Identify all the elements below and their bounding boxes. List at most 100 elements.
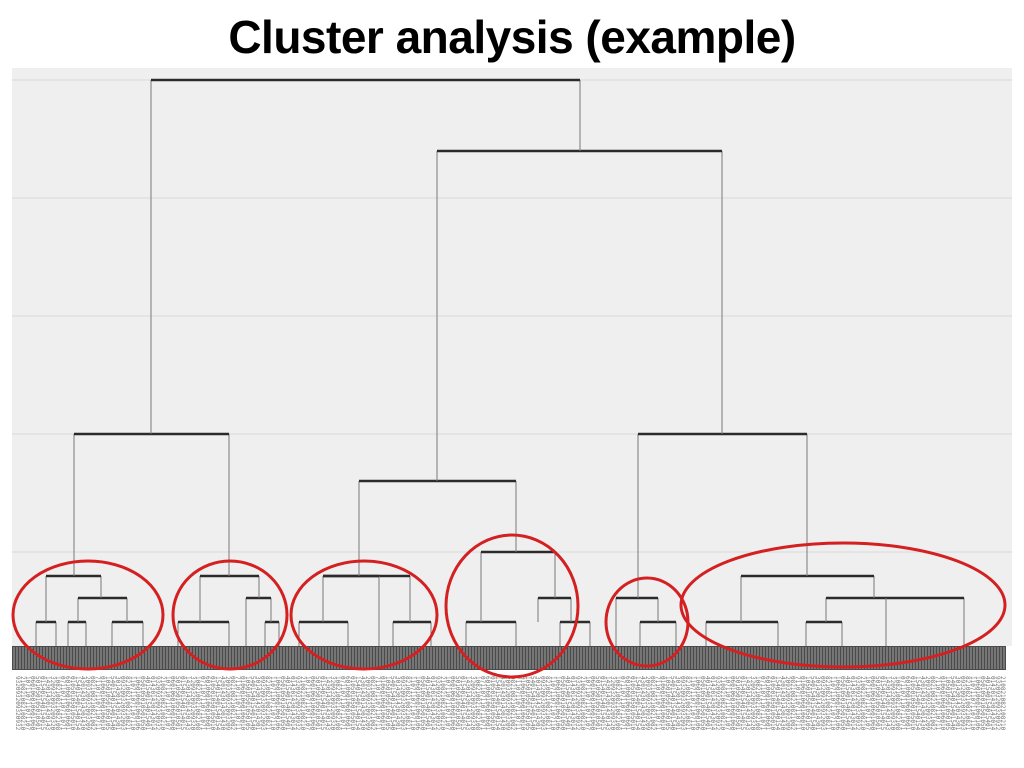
leaf-label: 050105010501050	[279, 676, 286, 731]
leaf-label: 154015401540154	[74, 676, 81, 731]
leaf-label: 601060106010601	[204, 676, 211, 731]
leaf-label: 093209320932093	[819, 676, 826, 731]
leaf-label: 711071107110711	[234, 676, 241, 731]
leaf-label: 320932093209320	[329, 676, 336, 731]
leaf-label: 110711071107110	[269, 676, 276, 731]
leaf-label: 143014301430143	[184, 676, 191, 731]
leaf-label: 209320932093209	[924, 676, 931, 731]
leaf-label: 143014301430143	[884, 676, 891, 731]
leaf-label: 143014301430143	[44, 676, 51, 731]
leaf-label: 093209320932093	[679, 676, 686, 731]
leaf-label: 711071107110711	[374, 676, 381, 731]
leaf-label: 010501050105010	[769, 676, 776, 731]
leaf-label: 010501050105010	[489, 676, 496, 731]
leaf-label: 108210821082108	[754, 676, 761, 731]
leaf-label: 010601060106010	[799, 676, 806, 731]
leaf-label: 107110711071107	[164, 676, 171, 731]
leaf-label: 601060106010601	[64, 676, 71, 731]
leaf-label: 105010501050105	[384, 676, 391, 731]
leaf-label: 601060106010601	[624, 676, 631, 731]
leaf-label: 071107110711071	[899, 676, 906, 731]
leaf-label: 209320932093209	[504, 676, 511, 731]
leaf-label: 110711071107110	[129, 676, 136, 731]
leaf-label: 821082108210821	[964, 676, 971, 731]
leaf-label: 082108210821082	[89, 676, 96, 731]
leaf-label: 501050105010501	[734, 676, 741, 731]
leaf-label: 401540154015401	[564, 676, 571, 731]
leaf-label: 154015401540154	[354, 676, 361, 731]
leaf-label: 106010601060106	[834, 676, 841, 731]
leaf-label: 540154015401540	[389, 676, 396, 731]
leaf-label: 601060106010601	[344, 676, 351, 731]
leaf-label: 105010501050105	[104, 676, 111, 731]
leaf-label: 060106010601060	[589, 676, 596, 731]
leaf-label: 401540154015401	[844, 676, 851, 731]
leaf-label: 106010601060106	[274, 676, 281, 731]
leaf-label: 821082108210821	[404, 676, 411, 731]
leaf-label: 093209320932093	[119, 676, 126, 731]
slide-title: Cluster analysis (example)	[228, 11, 796, 63]
leaf-label: 821082108210821	[824, 676, 831, 731]
leaf-label: 143014301430143	[744, 676, 751, 731]
leaf-labels: 9320932093209322108210821082101071107110…	[14, 676, 1006, 731]
leaf-label: 301430143014301	[674, 676, 681, 731]
leaf-label: 014301430143014	[149, 676, 156, 731]
leaf-label: 010501050105010	[209, 676, 216, 731]
leaf-label: 401540154015401	[984, 676, 991, 731]
leaf-label: 010601060106010	[99, 676, 106, 731]
leaf-label: 015401540154015	[319, 676, 326, 731]
leaf-label: 209320932093209	[84, 676, 91, 731]
leaf-label: 932093209320932	[854, 676, 861, 731]
leaf-label: 015401540154015	[739, 676, 746, 731]
leaf-label: 014301430143014	[289, 676, 296, 731]
leaf-label: 501050105010501	[314, 676, 321, 731]
leaf-label: 154015401540154	[494, 676, 501, 731]
leaf-label: 501050105010501	[874, 676, 881, 731]
leaf-label: 014301430143014	[429, 676, 436, 731]
leaf-label: 010501050105010	[349, 676, 356, 731]
leaf-label: 711071107110711	[934, 676, 941, 731]
leaf-label: 071107110711071	[619, 676, 626, 731]
leaf-label: 154015401540154	[214, 676, 221, 731]
leaf-label: 108210821082108	[894, 676, 901, 731]
leaf-label: 932093209320932	[574, 676, 581, 731]
leaf-label: 010601060106010	[519, 676, 526, 731]
leaf-label: 082108210821082	[369, 676, 376, 731]
leaf-label: 301430143014301	[814, 676, 821, 731]
leaf-label: 301430143014301	[954, 676, 961, 731]
leaf-label: 107110711071107	[24, 676, 31, 731]
leaf-label: 932093209320932	[434, 676, 441, 731]
leaf-label: 082108210821082	[509, 676, 516, 731]
leaf-label: 014301430143014	[569, 676, 576, 731]
leaf-label: 015401540154015	[179, 676, 186, 731]
leaf-label: 932093209320932	[14, 676, 21, 731]
leaf-label: 501050105010501	[174, 676, 181, 731]
leaf-label: 014301430143014	[989, 676, 996, 731]
leaf-label: 060106010601060	[869, 676, 876, 731]
leaf-label: 209320932093209	[644, 676, 651, 731]
leaf-label: 014301430143014	[849, 676, 856, 731]
leaf-label: 107110711071107	[304, 676, 311, 731]
leaf-label: 932093209320932	[994, 676, 1001, 731]
leaf-label: 105010501050105	[524, 676, 531, 731]
leaf-label: 082108210821082	[929, 676, 936, 731]
leaf-label: 540154015401540	[529, 676, 536, 731]
leaf-label: 060106010601060	[309, 676, 316, 731]
leaf-label: 320932093209320	[889, 676, 896, 731]
leaf-label: 540154015401540	[669, 676, 676, 731]
leaf-label: 501050105010501	[594, 676, 601, 731]
plot-background	[12, 68, 1012, 646]
leaf-label: 108210821082108	[334, 676, 341, 731]
leaf-label: 320932093209320	[749, 676, 756, 731]
cluster-highlight-ellipse	[289, 559, 439, 671]
leaf-label: 060106010601060	[729, 676, 736, 731]
leaf-label: 210821082108210	[159, 676, 166, 731]
leaf-label: 110711071107110	[549, 676, 556, 731]
leaf-label: 301430143014301	[394, 676, 401, 731]
leaf-label: 210821082108210	[579, 676, 586, 731]
dendrogram-branches	[35, 78, 965, 646]
leaf-label: 105010501050105	[664, 676, 671, 731]
leaf-label: 093209320932093	[259, 676, 266, 731]
leaf-label: 401540154015401	[424, 676, 431, 731]
